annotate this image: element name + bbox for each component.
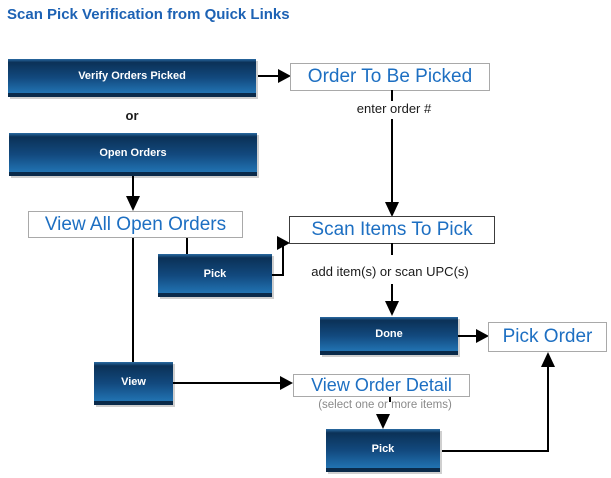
view-all-open-orders-node: View All Open Orders bbox=[28, 211, 243, 238]
connector-pick-elbow-h bbox=[272, 274, 284, 276]
enter-order-note: enter order # bbox=[356, 101, 432, 116]
connector-scan-tick bbox=[391, 243, 393, 255]
arrowhead-down-icon bbox=[385, 202, 399, 217]
open-orders-node: Open Orders bbox=[9, 133, 257, 176]
connector-vaoo-to-pick bbox=[186, 238, 188, 254]
connector-vaoo-to-view bbox=[132, 238, 134, 362]
arrowhead-down-icon bbox=[126, 196, 140, 211]
connector-vod-tick bbox=[389, 397, 391, 402]
arrowhead-right-icon bbox=[277, 236, 290, 250]
connector-order-tick bbox=[391, 90, 393, 101]
connector-scan-to-done bbox=[391, 284, 393, 303]
page-title: Scan Pick Verification from Quick Links bbox=[7, 6, 290, 23]
connector-view-to-vod bbox=[173, 382, 281, 384]
pick-order-node: Pick Order bbox=[488, 322, 607, 352]
connector-pickbottom-elbow-v bbox=[547, 364, 549, 452]
verify-orders-picked-node: Verify Orders Picked bbox=[8, 59, 256, 97]
connector-open-to-vaoo bbox=[132, 176, 134, 198]
connector-order-to-scan bbox=[391, 119, 393, 204]
arrowhead-down-icon bbox=[376, 414, 390, 429]
select-items-note: (select one or more items) bbox=[318, 399, 452, 411]
arrowhead-down-icon bbox=[385, 301, 399, 316]
or-note: or bbox=[125, 108, 139, 123]
arrowhead-right-icon bbox=[278, 69, 291, 83]
view-order-detail-node: View Order Detail bbox=[293, 374, 470, 397]
add-items-note: add item(s) or scan UPC(s) bbox=[311, 264, 469, 279]
connector-done-to-pickorder bbox=[458, 335, 478, 337]
connector-verify-to-order bbox=[258, 75, 280, 77]
done-node: Done bbox=[320, 317, 458, 355]
arrowhead-right-icon bbox=[476, 329, 489, 343]
connector-pick-elbow-v bbox=[282, 243, 284, 276]
arrowhead-up-icon bbox=[541, 352, 555, 367]
scan-items-to-pick-node: Scan Items To Pick bbox=[289, 216, 495, 244]
pick-mid-node: Pick bbox=[158, 254, 272, 297]
arrowhead-right-icon bbox=[280, 376, 293, 390]
connector-pickbottom-elbow-h bbox=[440, 450, 549, 452]
pick-bottom-node: Pick bbox=[326, 429, 440, 472]
view-node: View bbox=[94, 362, 173, 405]
order-to-be-picked-node: Order To Be Picked bbox=[290, 63, 490, 91]
